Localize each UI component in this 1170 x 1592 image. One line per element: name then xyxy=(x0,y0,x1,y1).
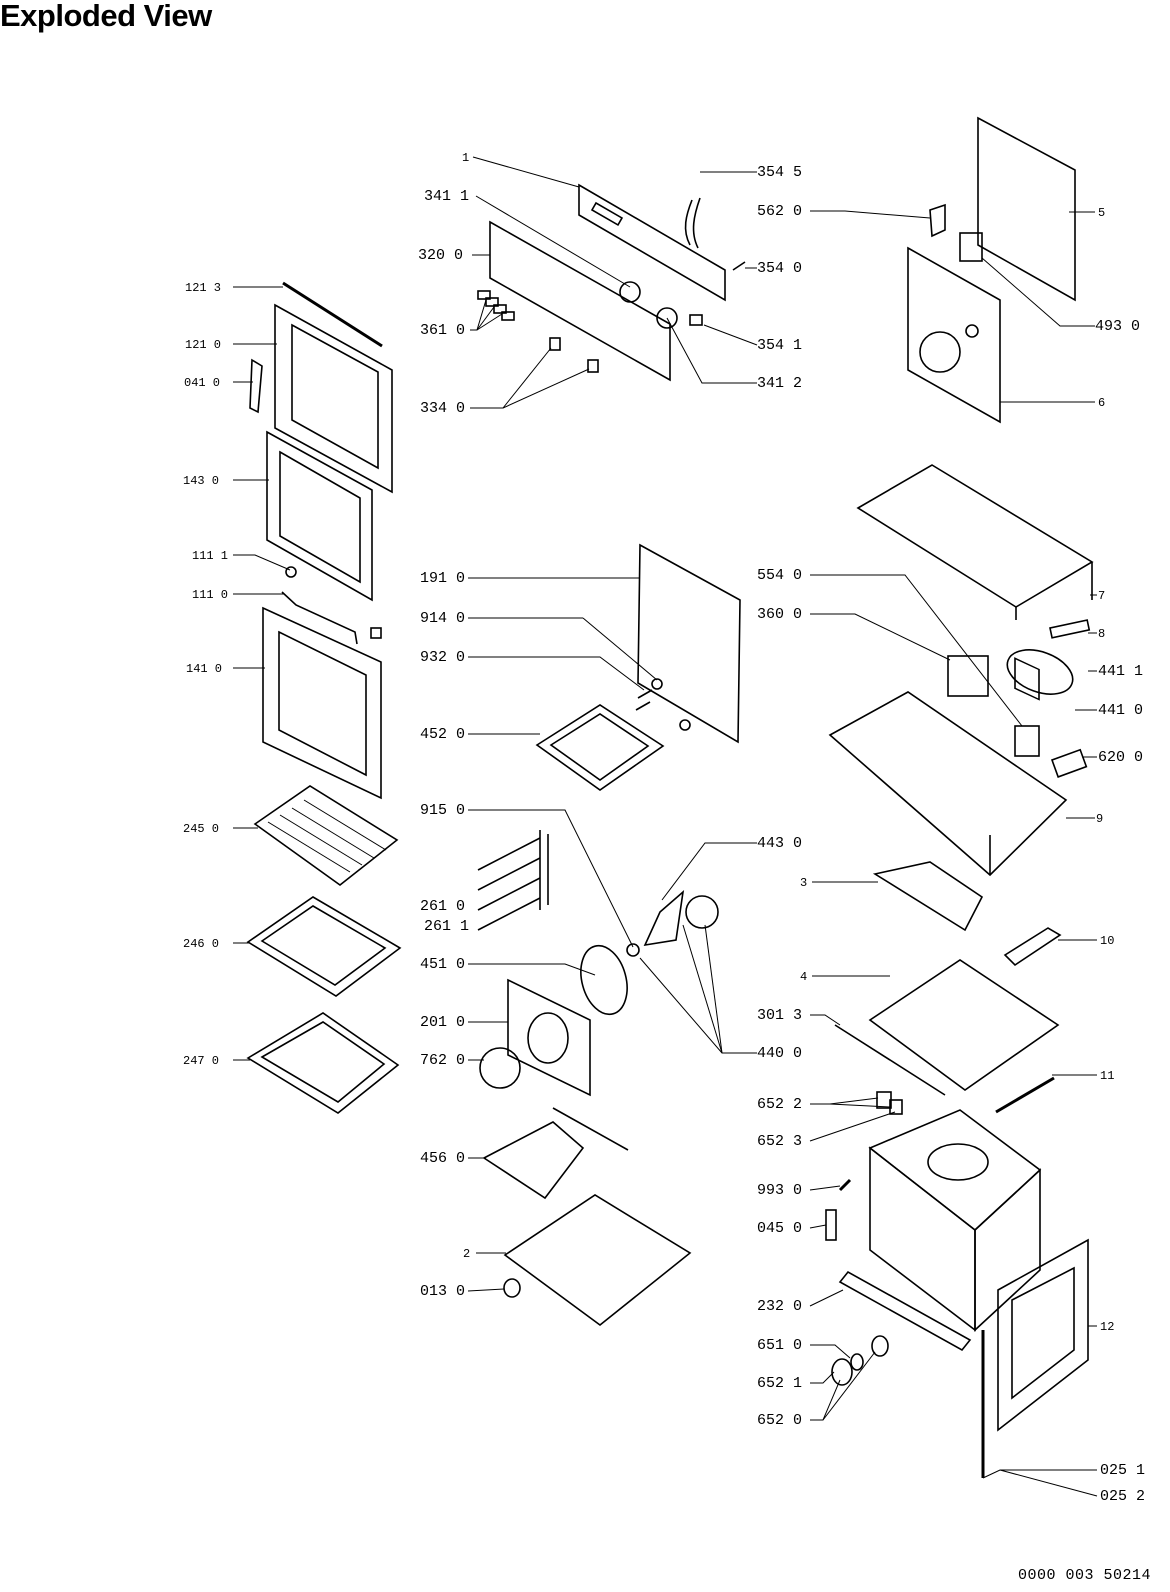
leader-lines xyxy=(233,156,1098,1497)
part-label: 121 0 xyxy=(185,338,221,352)
part-label: 652 2 xyxy=(757,1096,802,1113)
part-label: 3 xyxy=(800,876,807,890)
part-label: 025 2 xyxy=(1100,1488,1145,1505)
part-label: 025 1 xyxy=(1100,1462,1145,1479)
part-label: 7 xyxy=(1098,589,1105,603)
diagram-title: Exploded View xyxy=(0,0,212,33)
part-label: 143 0 xyxy=(183,474,219,488)
part-label: 554 0 xyxy=(757,567,802,584)
part-label: 452 0 xyxy=(420,726,465,743)
part-label: 261 1 xyxy=(424,918,469,935)
part-label: 341 1 xyxy=(424,188,469,205)
part-label: 914 0 xyxy=(420,610,465,627)
part-label: 141 0 xyxy=(186,662,222,676)
part-label: 334 0 xyxy=(420,400,465,417)
part-label: 441 1 xyxy=(1098,663,1143,680)
part-label: 4 xyxy=(800,970,807,984)
part-label: 493 0 xyxy=(1095,318,1140,335)
part-label: 451 0 xyxy=(420,956,465,973)
part-label: 10 xyxy=(1100,934,1114,948)
part-label: 191 0 xyxy=(420,570,465,587)
part-label: 201 0 xyxy=(420,1014,465,1031)
part-label: 045 0 xyxy=(757,1220,802,1237)
part-label: 111 1 xyxy=(192,549,228,563)
part-label: 993 0 xyxy=(757,1182,802,1199)
part-drawings xyxy=(246,116,1094,1478)
part-label: 360 0 xyxy=(757,606,802,623)
part-label: 652 1 xyxy=(757,1375,802,1392)
part-label: 354 1 xyxy=(757,337,802,354)
part-label: 762 0 xyxy=(420,1052,465,1069)
part-label: 246 0 xyxy=(183,937,219,951)
part-label: 441 0 xyxy=(1098,702,1143,719)
part-label: 361 0 xyxy=(420,322,465,339)
part-label: 915 0 xyxy=(420,802,465,819)
part-label: 932 0 xyxy=(420,649,465,666)
part-label: 354 5 xyxy=(757,164,802,181)
part-label: 11 xyxy=(1100,1069,1114,1083)
part-label: 6 xyxy=(1098,396,1105,410)
part-label: 5 xyxy=(1098,206,1105,220)
part-label: 320 0 xyxy=(418,247,463,264)
part-label: 620 0 xyxy=(1098,749,1143,766)
part-label: 041 0 xyxy=(184,376,220,390)
part-label: 562 0 xyxy=(757,203,802,220)
document-id: 0000 003 50214 xyxy=(1018,1567,1152,1584)
part-label: 247 0 xyxy=(183,1054,219,1068)
part-label: 013 0 xyxy=(420,1283,465,1300)
part-labels: 1 341 1 320 0 121 3 121 0 041 0 361 0 33… xyxy=(183,151,1145,1505)
part-label: 9 xyxy=(1096,812,1103,826)
part-label: 651 0 xyxy=(757,1337,802,1354)
part-label: 652 0 xyxy=(757,1412,802,1429)
part-label: 354 0 xyxy=(757,260,802,277)
part-label: 12 xyxy=(1100,1320,1114,1334)
part-label: 456 0 xyxy=(420,1150,465,1167)
part-label: 261 0 xyxy=(420,898,465,915)
part-label: 245 0 xyxy=(183,822,219,836)
part-label: 1 xyxy=(462,151,469,165)
part-label: 440 0 xyxy=(757,1045,802,1062)
part-label: 121 3 xyxy=(185,281,221,295)
part-label: 111 0 xyxy=(192,588,228,602)
part-label: 301 3 xyxy=(757,1007,802,1024)
part-label: 2 xyxy=(463,1247,470,1261)
part-label: 232 0 xyxy=(757,1298,802,1315)
part-label: 443 0 xyxy=(757,835,802,852)
part-label: 341 2 xyxy=(757,375,802,392)
part-label: 652 3 xyxy=(757,1133,802,1150)
part-label: 8 xyxy=(1098,627,1105,641)
